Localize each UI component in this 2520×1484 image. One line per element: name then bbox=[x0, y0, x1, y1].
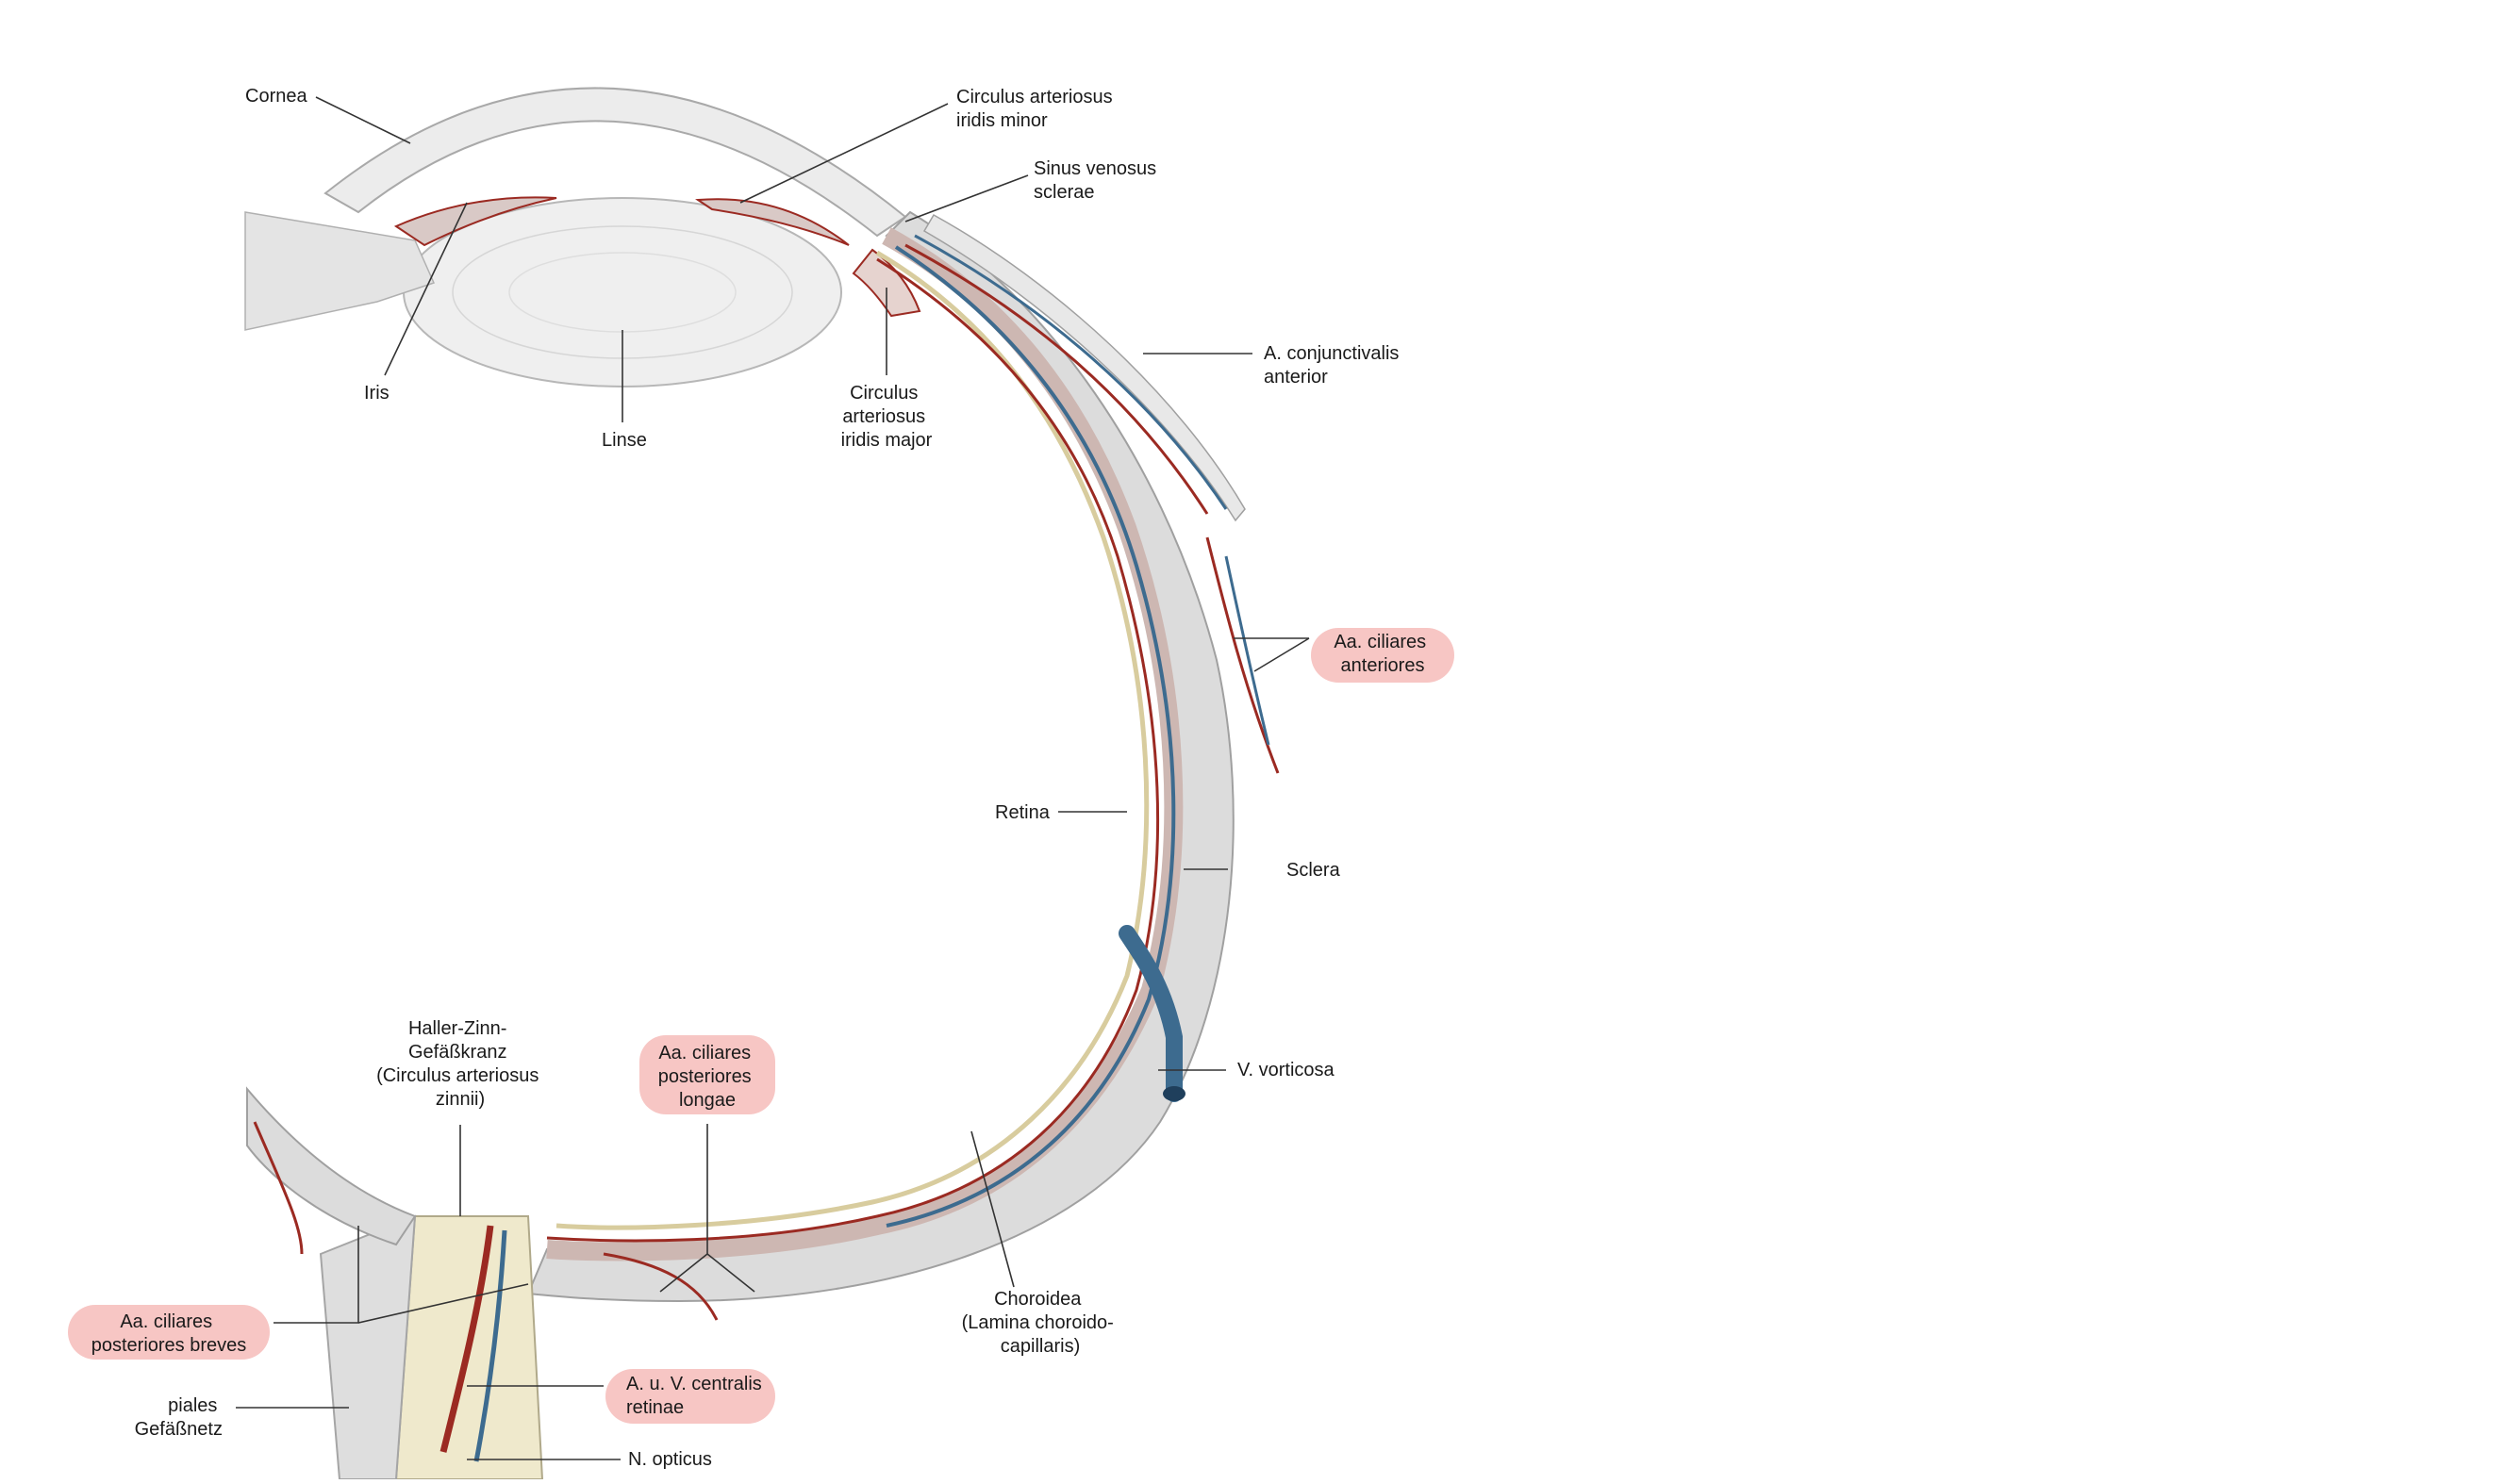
right-ciliary-body bbox=[852, 248, 921, 318]
labels: Cornea Circulus arteriosus iridis minor … bbox=[91, 86, 1431, 1470]
highlight-posteriores-longae bbox=[639, 1035, 775, 1114]
label-iris: Iris bbox=[364, 383, 390, 404]
highlight-ciliares-anteriores bbox=[1311, 628, 1454, 683]
label-posteriores-longae: Aa. ciliares posteriores longae bbox=[658, 1043, 757, 1111]
leader-ciliares-anteriores-b bbox=[1253, 637, 1310, 672]
leader-circulus-minor bbox=[739, 103, 949, 204]
choroid-vein bbox=[886, 245, 1176, 1228]
posterior-wall-left bbox=[246, 1086, 417, 1246]
leader-iris bbox=[384, 202, 468, 376]
conjunctiva bbox=[922, 213, 1246, 522]
label-opticus: N. opticus bbox=[628, 1449, 712, 1470]
highlight-posteriores-breves bbox=[68, 1305, 270, 1360]
leader-posteriores-breves-b bbox=[357, 1283, 529, 1324]
vortex-vein bbox=[1119, 925, 1183, 1102]
label-linse: Linse bbox=[602, 430, 647, 451]
label-choroidea: Choroidea (Lamina choroido- capillaris) bbox=[962, 1289, 1119, 1357]
vortex-vein-opening bbox=[1163, 1086, 1185, 1101]
leader-posteriores-longae-b bbox=[706, 1253, 755, 1293]
label-conjunctivalis: A. conjunctivalis anterior bbox=[1264, 343, 1404, 387]
leader-sinus-venosus bbox=[904, 174, 1029, 223]
posterior-ciliary-artery-left bbox=[253, 1121, 304, 1255]
anatomy bbox=[244, 87, 1280, 1480]
anterior-ciliary-vein bbox=[1224, 555, 1270, 746]
label-piales: piales Gefäßnetz bbox=[135, 1395, 223, 1440]
label-circulus-major: Circulus arteriosus iridis major bbox=[841, 383, 933, 451]
label-circulus-minor: Circulus arteriosus iridis minor bbox=[956, 87, 1118, 131]
leader-lines bbox=[236, 96, 1310, 1460]
left-iris bbox=[393, 196, 557, 247]
leader-choroidea bbox=[970, 1130, 1015, 1288]
label-posteriores-breves: Aa. ciliares posteriores breves bbox=[91, 1311, 247, 1356]
left-ciliary-body bbox=[244, 211, 436, 331]
retina-layer bbox=[555, 250, 1150, 1230]
right-iris bbox=[695, 198, 850, 246]
label-retina: Retina bbox=[995, 802, 1051, 823]
anterior-ciliary-artery bbox=[1205, 536, 1280, 774]
conjunctival-vein bbox=[914, 234, 1228, 510]
highlight-boxes bbox=[68, 628, 1454, 1424]
label-vorticosa: V. vorticosa bbox=[1237, 1060, 1335, 1080]
label-centralis-retinae: A. u. V. centralis retinae bbox=[626, 1374, 767, 1418]
label-ciliares-anteriores: Aa. ciliares anteriores bbox=[1334, 632, 1431, 676]
central-retinal-artery bbox=[439, 1225, 494, 1453]
label-haller-zinn: Haller-Zinn- Gefäßkranz (Circulus arteri… bbox=[376, 1018, 544, 1110]
label-sinus-venosus: Sinus venosus sclerae bbox=[1034, 158, 1162, 203]
label-cornea: Cornea bbox=[245, 86, 307, 107]
highlight-centralis-retinae bbox=[605, 1369, 775, 1424]
label-sclera: Sclera bbox=[1286, 860, 1341, 881]
conjunctival-artery bbox=[904, 243, 1209, 515]
leader-cornea bbox=[315, 96, 411, 144]
posterior-ciliary-artery-longae bbox=[603, 1252, 719, 1321]
central-retinal-vein bbox=[473, 1229, 507, 1462]
choroid-artery bbox=[546, 257, 1160, 1243]
